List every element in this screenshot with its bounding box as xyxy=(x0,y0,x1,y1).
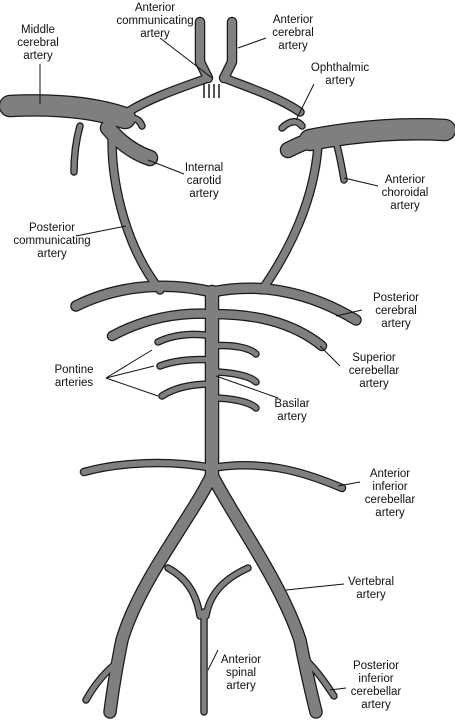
aca-a1-right xyxy=(220,74,304,116)
pontine-artery-left-1 xyxy=(155,331,215,345)
vertebral-artery-right xyxy=(206,469,322,718)
leader-posterior-inferior-cerebellar xyxy=(329,687,347,691)
anterior-inferior-cerebellar-artery-left xyxy=(81,460,215,475)
anterior-communicating-artery xyxy=(203,84,220,98)
anterior-choroidal-artery-right xyxy=(333,139,347,183)
anterior-spinal-artery-right-root xyxy=(203,565,251,619)
leader-internal-carotid xyxy=(147,159,185,175)
middle-cerebral-artery-left xyxy=(0,95,135,128)
label-posterior-communicating-artery: Posterior communicating artery xyxy=(13,222,91,260)
label-middle-cerebral-artery: Middle cerebral artery xyxy=(17,24,59,62)
posterior-cerebral-artery-right xyxy=(207,283,361,325)
pontine-artery-right-1 xyxy=(209,343,259,357)
leader-anterior-communicating xyxy=(159,37,213,79)
posterior-inferior-cerebellar-artery-right xyxy=(303,657,337,699)
anterior-cerebral-artery-right xyxy=(220,18,236,82)
anterior-spinal-artery-left-root-outline xyxy=(164,564,204,620)
superior-cerebellar-artery-left xyxy=(108,309,216,340)
pontine-artery-right-3 xyxy=(209,395,259,411)
middle-cerebral-artery-right xyxy=(300,119,455,150)
posterior-cerebral-artery-left xyxy=(71,281,217,311)
posterior-inferior-cerebellar-artery-left xyxy=(83,657,123,703)
leader-anterior-cerebral xyxy=(237,37,267,49)
label-basilar-artery: Basilar artery xyxy=(274,398,310,423)
leader-pontine-3 xyxy=(105,377,159,397)
superior-cerebellar-artery-right xyxy=(208,310,326,350)
vertebral-artery-left xyxy=(104,469,218,718)
posterior-communicating-artery-right xyxy=(258,142,322,294)
posterior-communicating-artery-left xyxy=(108,136,164,294)
pontine-artery-left-3 xyxy=(159,381,215,399)
leader-anterior-inferior-cerebellar xyxy=(337,481,361,487)
label-anterior-spinal-artery: Anterior spinal artery xyxy=(220,654,262,692)
label-pontine-arteries: Pontine arteries xyxy=(54,364,94,389)
pontine-artery-left-2 xyxy=(157,357,215,369)
leader-anterior-spinal xyxy=(207,649,219,671)
label-posterior-inferior-cerebellar-artery: Posterior inferior cerebellar artery xyxy=(350,660,402,711)
leader-lines xyxy=(39,37,379,691)
leader-basilar xyxy=(215,375,279,399)
ophthalmic-artery-right xyxy=(279,119,305,131)
ophthalmic-artery-left xyxy=(119,115,145,129)
label-anterior-cerebral-artery: Anterior cerebral artery xyxy=(272,14,314,52)
leader-ophthalmic xyxy=(295,83,315,121)
anterior-spinal-artery-right-root-outline xyxy=(202,564,252,620)
leader-superior-cerebellar xyxy=(319,345,341,367)
leader-anterior-choroidal xyxy=(343,177,379,187)
label-vertebral-artery: Vertebral artery xyxy=(347,576,395,601)
label-superior-cerebellar-artery: Superior cerebellar artery xyxy=(348,352,400,390)
pontine-artery-right-2 xyxy=(209,369,259,385)
label-posterior-cerebral-artery: Posterior cerebral artery xyxy=(372,292,420,330)
leader-pontine-1 xyxy=(105,349,153,379)
label-internal-carotid-artery: Internal carotid artery xyxy=(184,162,224,200)
posterior-communicating-artery-right-outline xyxy=(257,141,323,295)
label-anterior-inferior-cerebellar-artery: Anterior inferior cerebellar artery xyxy=(364,468,416,519)
leader-pontine-2 xyxy=(105,365,155,379)
vessels xyxy=(0,16,455,719)
internal-carotid-left xyxy=(101,121,157,165)
label-ophthalmic-artery: Ophthalmic artery xyxy=(310,62,370,87)
aca-a1-left xyxy=(124,74,212,116)
leader-posterior-cerebral xyxy=(335,309,363,317)
anterior-spinal-artery-left-root xyxy=(165,565,203,619)
anterior-choroidal-artery-left xyxy=(71,123,83,175)
label-anterior-choroidal-artery: Anterior choroidal artery xyxy=(381,174,429,212)
internal-carotid-right xyxy=(281,133,319,157)
label-anterior-communicating-artery: Anterior communicating artery xyxy=(116,2,194,40)
anterior-inferior-cerebellar-artery-right xyxy=(209,462,345,491)
leader-posterior-communicating xyxy=(75,225,127,237)
leader-vertebral xyxy=(285,583,345,591)
